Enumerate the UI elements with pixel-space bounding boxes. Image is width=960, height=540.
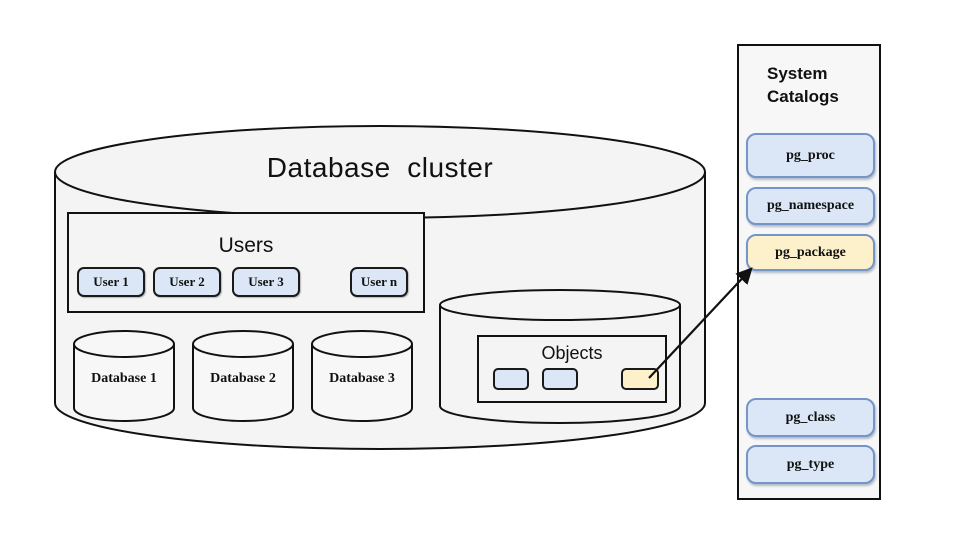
database-1-cylinder — [73, 330, 175, 422]
objects-box-title: Objects — [541, 343, 603, 363]
object-node-1 — [493, 368, 529, 390]
database-2-cylinder — [192, 330, 294, 422]
objects-box: Objects — [477, 335, 667, 403]
catalog-pg-package: pg_package — [746, 234, 875, 271]
user-1-node: User 1 — [77, 267, 145, 297]
catalog-pg-namespace: pg_namespace — [746, 187, 875, 225]
user-2-node: User 2 — [153, 267, 221, 297]
database-cluster-title: Database cluster — [266, 152, 494, 183]
system-catalogs-panel: System Catalogs pg_proc pg_namespace pg_… — [737, 44, 881, 500]
database-3-label: Database 3 — [329, 371, 395, 386]
object-node-2 — [542, 368, 578, 390]
catalog-pg-type: pg_type — [746, 445, 875, 484]
users-box: Users User 1 User 2 User 3 User n — [67, 212, 425, 313]
user-n-node: User n — [350, 267, 408, 297]
database-2-label: Database 2 — [210, 371, 276, 386]
user-3-node: User 3 — [232, 267, 300, 297]
catalog-pg-class: pg_class — [746, 398, 875, 437]
catalog-pg-proc: pg_proc — [746, 133, 875, 178]
object-node-package — [621, 368, 659, 390]
system-catalogs-title: System Catalogs — [767, 64, 839, 106]
users-box-title: Users — [218, 234, 274, 257]
database-3-cylinder — [311, 330, 413, 422]
database-1-label: Database 1 — [91, 371, 157, 386]
